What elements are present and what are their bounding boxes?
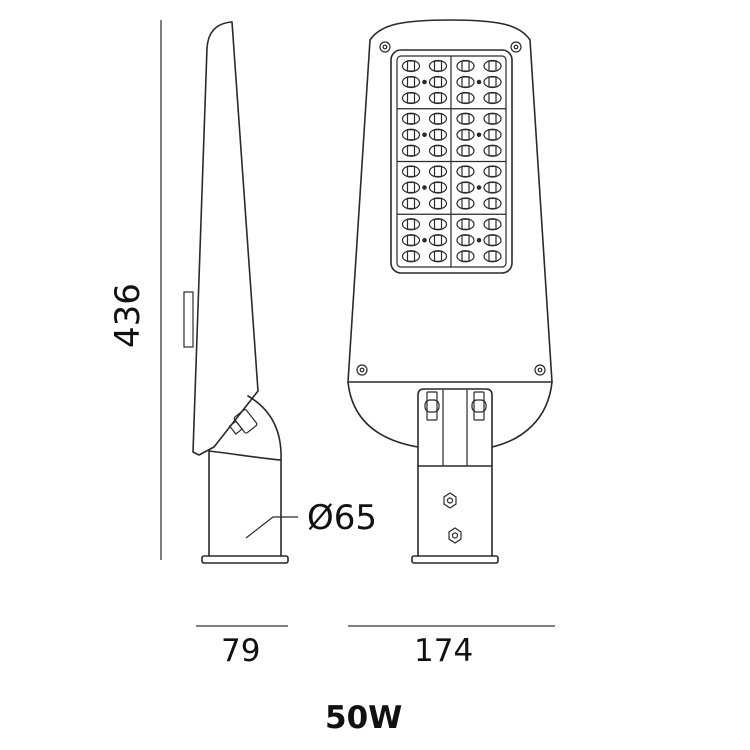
- led-icon: [483, 234, 502, 247]
- pipe-diameter-label: Ø65: [307, 498, 378, 538]
- led-icon: [401, 218, 421, 231]
- led-icon: [428, 181, 448, 194]
- led-icon: [483, 59, 502, 73]
- led-icon: [456, 234, 475, 247]
- led-icon: [456, 197, 475, 210]
- front-pole-flange: [411, 555, 499, 564]
- front-housing-curve-left: [347, 381, 419, 448]
- power-rating-label: 50W: [325, 700, 403, 736]
- led-icon: [456, 112, 475, 125]
- width-dimension-label: 174: [414, 633, 474, 669]
- led-icon: [456, 144, 475, 157]
- screw-icon: [379, 41, 391, 53]
- led-icon: [401, 75, 421, 89]
- led-icon: [401, 181, 421, 194]
- led-icon: [401, 234, 421, 247]
- led-icon: [456, 75, 475, 89]
- led-icon: [428, 197, 448, 210]
- side-rear-tab: [183, 291, 194, 348]
- side-adjust-knob: [228, 408, 258, 435]
- depth-dimension-label: 79: [221, 633, 261, 669]
- led-icon: [401, 128, 421, 141]
- hex-nut-icon: [443, 492, 457, 509]
- led-icon: [401, 59, 421, 73]
- led-icon: [428, 128, 448, 141]
- front-view: [347, 19, 553, 564]
- side-view: [183, 21, 298, 564]
- side-joint-seam: [208, 450, 282, 461]
- led-icon: [456, 165, 475, 178]
- led-icon: [483, 165, 502, 178]
- led-icon: [483, 75, 502, 89]
- led-icon: [483, 91, 502, 105]
- led-icon: [483, 144, 502, 157]
- height-dimension-label: 436: [108, 283, 148, 348]
- led-array: [401, 59, 502, 263]
- led-icon: [456, 250, 475, 263]
- led-icon: [456, 218, 475, 231]
- led-icon: [456, 59, 475, 73]
- led-icon: [483, 181, 502, 194]
- led-icon: [401, 250, 421, 263]
- screw-icon: [510, 41, 522, 53]
- led-icon: [456, 181, 475, 194]
- led-icon: [483, 250, 502, 263]
- led-icon: [401, 112, 421, 125]
- led-icon: [401, 165, 421, 178]
- mount-bracket-upper: [417, 388, 493, 467]
- side-joint-cap: [247, 395, 282, 461]
- screw-icon: [534, 364, 546, 376]
- led-module-frame: [390, 49, 513, 274]
- led-icon: [483, 128, 502, 141]
- screw-icon: [356, 364, 368, 376]
- diameter-leader-line: [245, 516, 298, 539]
- side-pole-flange: [201, 555, 289, 564]
- front-housing-upper: [347, 19, 553, 383]
- led-icon: [401, 197, 421, 210]
- led-icon: [456, 91, 475, 105]
- led-icon: [428, 91, 448, 105]
- led-icon: [428, 75, 448, 89]
- led-icon: [483, 197, 502, 210]
- led-icon: [428, 250, 448, 263]
- led-icon: [401, 91, 421, 105]
- front-housing-curve-right: [491, 381, 553, 448]
- led-icon: [401, 144, 421, 157]
- side-housing: [192, 21, 259, 456]
- led-icon: [428, 144, 448, 157]
- clamp-bolt-icon: [424, 391, 440, 421]
- led-icon: [483, 112, 502, 125]
- led-icon: [483, 218, 502, 231]
- led-icon: [428, 218, 448, 231]
- led-icon: [428, 234, 448, 247]
- led-icon: [428, 112, 448, 125]
- clamp-bolt-icon: [471, 391, 487, 421]
- hex-nut-icon: [448, 527, 462, 544]
- led-icon: [428, 165, 448, 178]
- led-icon: [428, 59, 448, 73]
- led-icon: [456, 128, 475, 141]
